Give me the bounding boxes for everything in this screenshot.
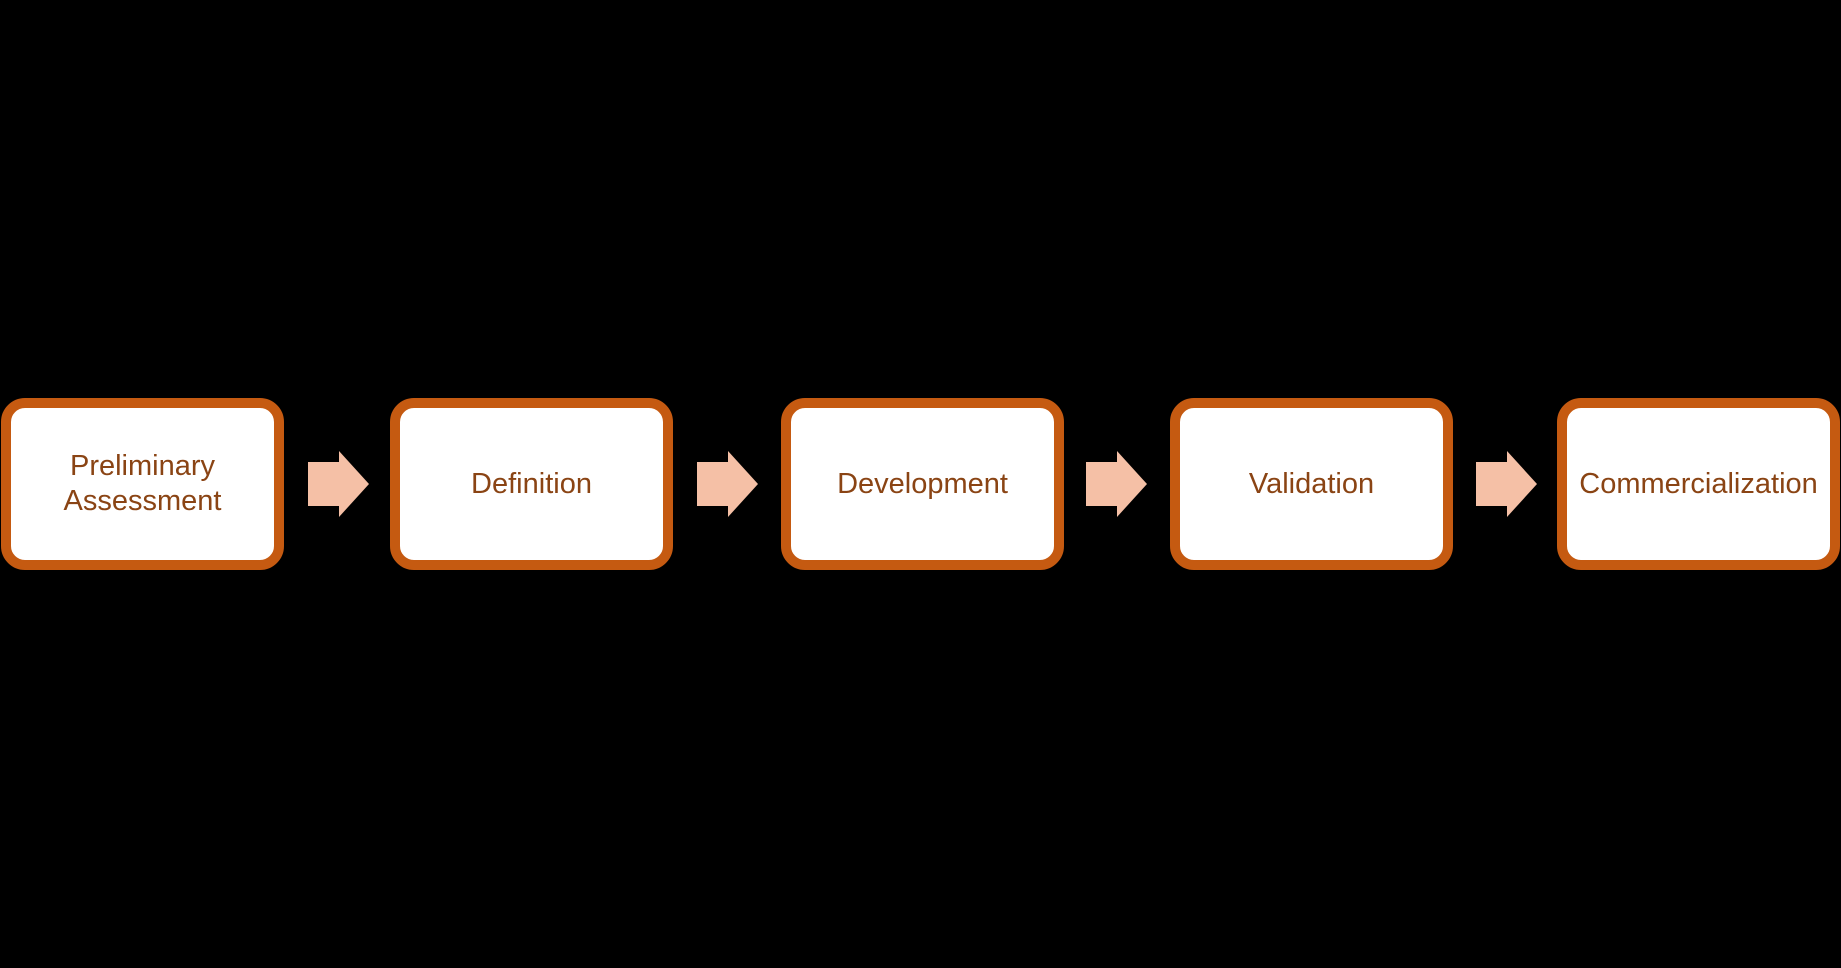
process-step-commercialization: Commercialization xyxy=(1557,398,1840,570)
flow-arrow-icon-4 xyxy=(1476,451,1537,517)
step-label: Validation xyxy=(1248,467,1375,500)
flow-arrow-icon-3 xyxy=(1086,451,1147,517)
process-step-validation: Validation xyxy=(1170,398,1453,570)
process-step-development: Development xyxy=(781,398,1064,570)
arrow-tail xyxy=(1476,462,1508,506)
step-label: Development xyxy=(837,467,1008,500)
arrow-head xyxy=(728,451,758,517)
arrow-tail xyxy=(308,462,340,506)
step-label: Commercialization xyxy=(1579,467,1818,500)
flow-arrow-icon-2 xyxy=(697,451,758,517)
step-label: Definition xyxy=(471,467,592,500)
arrow-head xyxy=(1507,451,1537,517)
arrow-tail xyxy=(1086,462,1118,506)
arrow-tail xyxy=(697,462,729,506)
process-step-preliminary-assessment: Preliminary Assessment xyxy=(1,398,284,570)
step-label: Preliminary Assessment xyxy=(63,450,222,517)
flow-arrow-icon-1 xyxy=(308,451,369,517)
process-step-definition: Definition xyxy=(390,398,673,570)
arrow-head xyxy=(339,451,369,517)
arrow-head xyxy=(1117,451,1147,517)
